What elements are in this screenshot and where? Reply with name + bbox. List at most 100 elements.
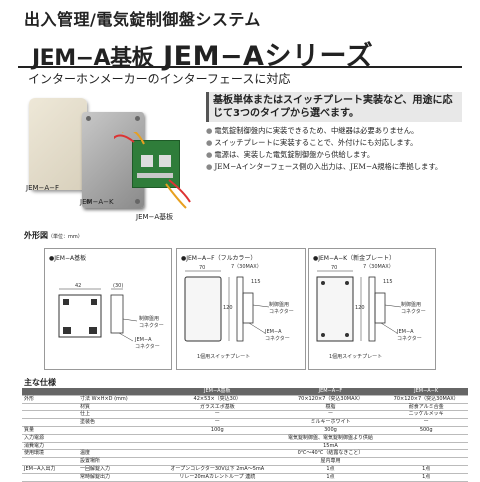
table-cell bbox=[158, 457, 277, 466]
table-cell: 使用環境 bbox=[22, 449, 78, 459]
table-cell bbox=[78, 434, 158, 443]
table-row: 消費電力 15mA bbox=[22, 442, 468, 451]
table-cell: ー bbox=[158, 410, 277, 420]
table-cell bbox=[158, 434, 277, 443]
outline-title: 外形図（単位：mm） bbox=[24, 230, 83, 241]
table-cell bbox=[78, 442, 158, 451]
k-drawing-svg bbox=[316, 270, 402, 342]
label-jem-a-k: JEM−A−K bbox=[80, 198, 114, 206]
dim-depth: (30) bbox=[113, 283, 124, 289]
table-cell: 300g bbox=[276, 426, 385, 435]
table-cell bbox=[22, 457, 78, 466]
connector-label: 制御盤用 コネクター bbox=[139, 316, 164, 329]
page-title: 出入管理/電気錠制御盤システム bbox=[24, 10, 261, 29]
table-row: 仕上ーーニッケルメッキ bbox=[22, 410, 468, 420]
feature-item: JEM−Aインターフェース側の入出力は、JEM−A規格に準拠します。 bbox=[206, 161, 462, 173]
dim-height: 120 bbox=[355, 305, 365, 311]
connector-label: 制御盤用 コネクター bbox=[269, 302, 294, 315]
table-cell: 70×120×7（突込30MAX） bbox=[276, 395, 385, 404]
table-cell bbox=[384, 434, 468, 443]
table-cell bbox=[384, 457, 468, 466]
intro-headline: 基板単体またはスイッチプレート実装など、用途に応じて3つのタイプから選べます。 bbox=[206, 92, 462, 122]
intro-section: 基板単体またはスイッチプレート実装など、用途に応じて3つのタイプから選べます。 … bbox=[206, 92, 462, 173]
jema-connector-label: JEM−A コネクター bbox=[397, 329, 422, 342]
table-cell: 温度 bbox=[78, 449, 158, 459]
table-row: 使用環境温度 0℃〜40℃（結露なきこと） bbox=[22, 449, 468, 459]
outline-unit: （単位：mm） bbox=[48, 234, 83, 240]
table-cell bbox=[22, 418, 78, 427]
table-cell: 設置場所 bbox=[78, 457, 158, 466]
dim-thickness: 7（30MAX） bbox=[363, 264, 394, 270]
table-cell: 100g bbox=[158, 426, 277, 435]
table-cell: 耐食アルミ合金 bbox=[384, 403, 468, 412]
outline-title-text: 外形図 bbox=[24, 231, 48, 240]
dim-height: 120 bbox=[223, 305, 233, 311]
beige-plate-image bbox=[29, 98, 87, 190]
drawing-f-title: ●JEM−A−F（フルカラー） bbox=[181, 255, 257, 262]
table-cell: 材質 bbox=[78, 403, 158, 412]
table-cell: 一回解錠入力 bbox=[78, 465, 158, 474]
dim-width: 70 bbox=[331, 265, 338, 271]
table-cell bbox=[384, 442, 468, 451]
jema-connector-label: JEM−A コネクター bbox=[265, 329, 290, 342]
table-cell: 消費電力 bbox=[22, 442, 78, 451]
drawing-board-title: ●JEM−A基板 bbox=[49, 255, 87, 262]
label-board: JEM−A基板 bbox=[136, 213, 174, 221]
spec-header-row: JEM−A基板 JEM−A−F JEM−A−K bbox=[22, 388, 468, 396]
table-cell: ー bbox=[158, 418, 277, 427]
table-cell: 1点 bbox=[276, 465, 385, 474]
table-cell: 0℃〜40℃（結露なきこと） bbox=[276, 449, 385, 459]
dim-thickness: 7（30MAX） bbox=[231, 264, 262, 270]
f-drawing-svg bbox=[184, 270, 270, 342]
table-cell: 外形 bbox=[22, 395, 78, 404]
drawing-jem-a-f: ●JEM−A−F（フルカラー） 70 7（30MAX） 120 115 制御盤用… bbox=[176, 248, 306, 370]
table-cell: ミルキーホワイト bbox=[276, 418, 385, 427]
jema-connector-label: JEM−A コネクター bbox=[135, 337, 160, 350]
spec-title: 主な仕様 bbox=[24, 378, 56, 387]
feature-item: 電源は、実装した電気錠制御盤から供給します。 bbox=[206, 149, 462, 161]
spec-header-cell: JEM−A−K bbox=[384, 388, 468, 396]
plate-label: 1個用スイッチプレート bbox=[329, 354, 383, 360]
table-cell: 42×53×（突込30） bbox=[158, 395, 277, 404]
spec-header-cell: JEM−A−F bbox=[276, 388, 385, 396]
table-cell: ニッケルメッキ bbox=[384, 410, 468, 420]
table-cell bbox=[22, 410, 78, 420]
table-cell bbox=[78, 426, 158, 435]
drawing-k-title: ●JEM−A−K（新金プレート） bbox=[313, 255, 396, 262]
table-cell bbox=[158, 449, 277, 459]
table-cell: 仕上 bbox=[78, 410, 158, 420]
subtitle: インターホンメーカーのインターフェースに対応 bbox=[28, 72, 291, 86]
wires-image bbox=[114, 132, 191, 209]
label-jem-a-f: JEM−A−F bbox=[26, 184, 60, 192]
table-cell: 電気錠制御盤、電気錠制御盤より供給 bbox=[276, 434, 385, 443]
table-row: 外形寸法 W×H×D (mm)42×53×（突込30）70×120×7（突込30… bbox=[22, 395, 468, 404]
table-cell: JEM−A入出力 bbox=[22, 465, 78, 474]
drawing-jem-a-k: ●JEM−A−K（新金プレート） 70 7（30MAX） 120 115 制御盤… bbox=[308, 248, 436, 370]
feature-item: スイッチプレートに実装することで、外付けにも対応します。 bbox=[206, 137, 462, 149]
spec-header-cell bbox=[78, 388, 158, 396]
table-cell: 樹脂 bbox=[276, 403, 385, 412]
dim-pitch: 115 bbox=[383, 279, 393, 285]
title-rule bbox=[18, 66, 462, 68]
table-row: 塗装色ーミルキーホワイトー bbox=[22, 418, 468, 427]
table-cell bbox=[158, 442, 277, 451]
table-cell: 入力電源 bbox=[22, 434, 78, 443]
table-cell: 寸法 W×H×D (mm) bbox=[78, 395, 158, 404]
feature-list: 電気錠制御盤内に実装できるため、中継器は必要ありません。 スイッチプレートに実装… bbox=[206, 125, 462, 173]
table-cell: ー bbox=[384, 418, 468, 427]
table-cell: 屋内専用 bbox=[276, 457, 385, 466]
connector-label: 制御盤用 コネクター bbox=[401, 302, 426, 315]
board-drawing-svg bbox=[58, 288, 138, 342]
table-cell: オープンコレクター30V以下 2mA〜5mA bbox=[158, 465, 277, 474]
table-cell: 1点 bbox=[384, 465, 468, 474]
table-cell: 70×120×7（突込30MAX） bbox=[384, 395, 468, 404]
table-row: 材質ガラスエポ基板樹脂耐食アルミ合金 bbox=[22, 403, 468, 412]
table-cell bbox=[384, 449, 468, 459]
dim-pitch: 115 bbox=[251, 279, 261, 285]
table-cell: 質量 bbox=[22, 426, 78, 435]
drawing-board: ●JEM−A基板 42 (30) 制御盤用 コネクター JEM−A コネクター bbox=[44, 248, 172, 370]
table-cell: ガラスエポ基板 bbox=[158, 403, 277, 412]
circuit-board-image bbox=[132, 140, 180, 188]
table-cell: 15mA bbox=[276, 442, 385, 451]
